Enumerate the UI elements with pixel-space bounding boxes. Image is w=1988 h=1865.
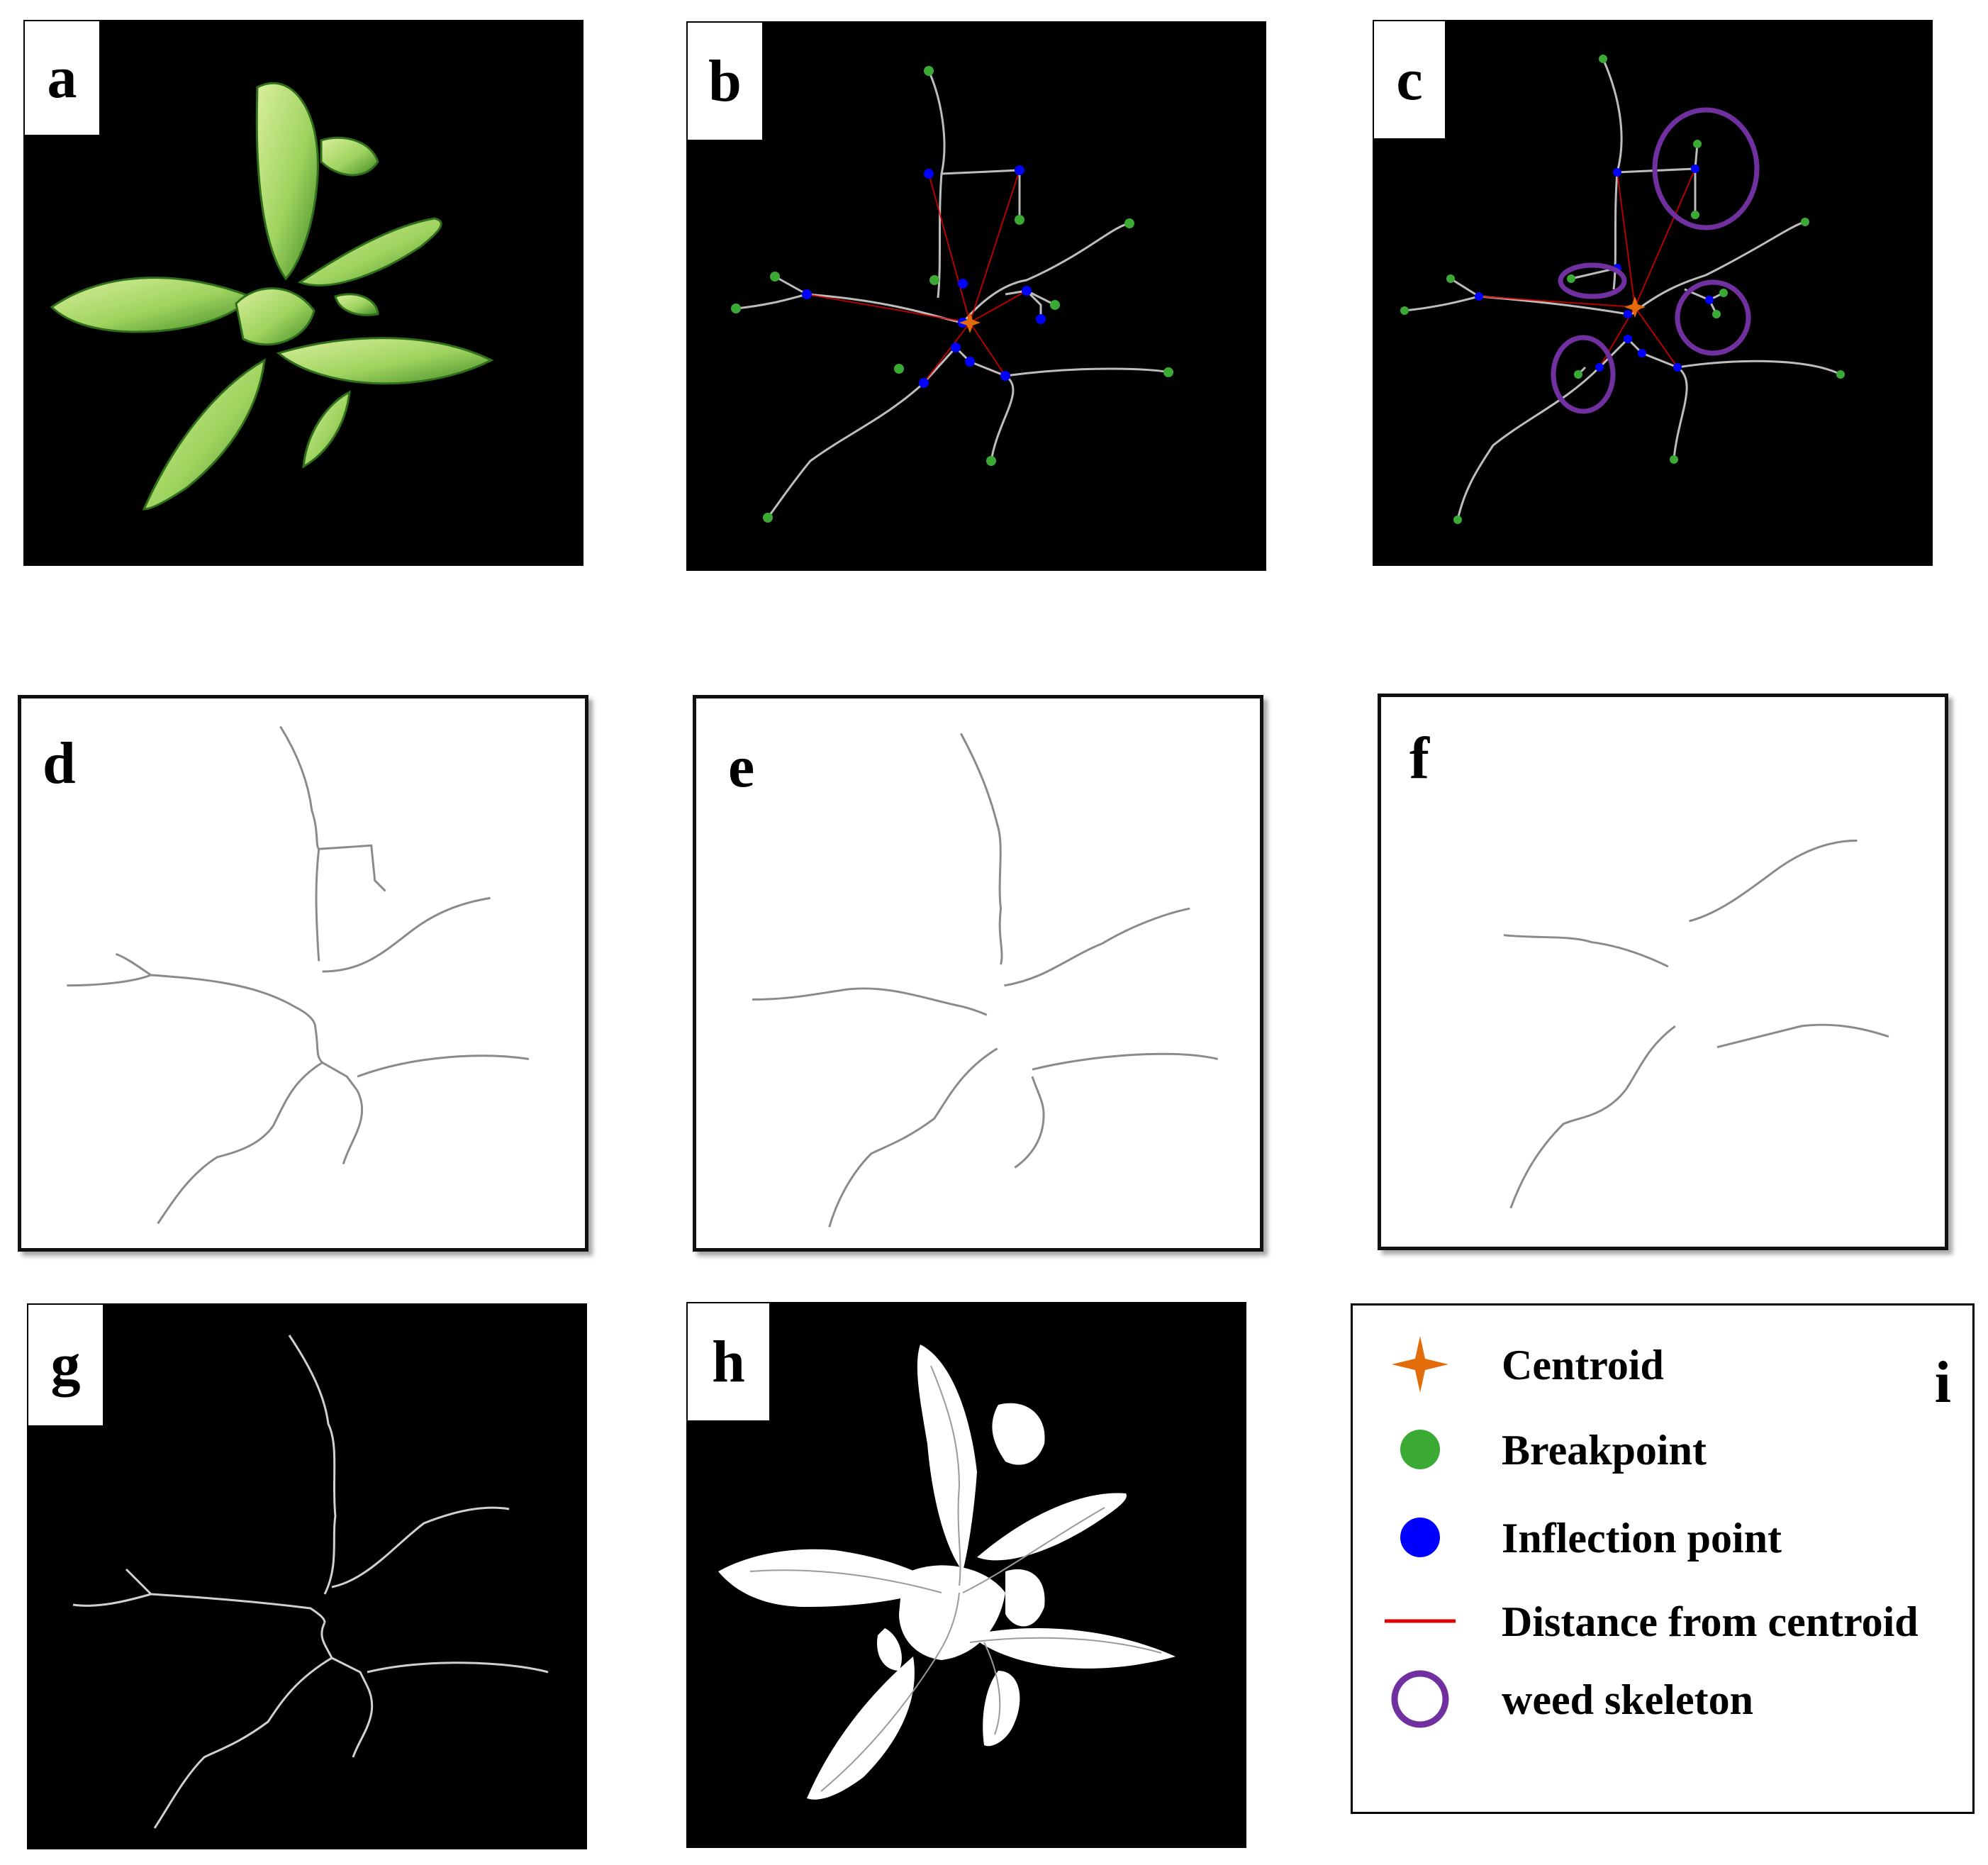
legend-label-inflection: Inflection point <box>1502 1515 1782 1561</box>
plant-image <box>50 82 494 511</box>
legend-label-distance: Distance from centroid <box>1502 1598 1919 1645</box>
weed-circle-icon <box>1391 1670 1449 1728</box>
legend-row-distance: Distance from centroid <box>1353 1589 1972 1653</box>
panel-label-b: b <box>686 21 764 141</box>
centroid-star-icon <box>1392 1336 1448 1393</box>
panel-g-skeleton-dark: g <box>27 1303 587 1849</box>
panel-label-h: h <box>686 1302 771 1422</box>
legend-label-weed: weed skeleton <box>1502 1676 1753 1723</box>
legend-row-centroid: Centroid <box>1353 1332 1972 1396</box>
distance-line-icon <box>1385 1619 1456 1623</box>
panel-a-plant-image: a <box>23 20 583 566</box>
binary-mask-diagram <box>718 1345 1176 1800</box>
panel-e-skeleton: e <box>693 695 1263 1252</box>
legend-label-breakpoint: Breakpoint <box>1502 1427 1707 1474</box>
legend-panel: i Centroid Breakpoint Inflection point D… <box>1351 1303 1975 1814</box>
legend-row-weed: weed skeleton <box>1353 1667 1972 1731</box>
panel-label-d: d <box>43 730 76 796</box>
weed-skeleton-diagram <box>1400 55 1845 524</box>
panel-label-f: f <box>1409 725 1429 791</box>
panel-label-i: i <box>1934 1349 1951 1415</box>
skeleton-g-diagram <box>72 1335 549 1829</box>
panel-f-skeleton: f <box>1378 694 1948 1250</box>
panel-label-e: e <box>728 734 755 800</box>
inflection-dot-icon <box>1400 1518 1440 1557</box>
legend-row-breakpoint: Breakpoint <box>1353 1418 1972 1481</box>
panel-d-skeleton: d <box>18 695 588 1252</box>
panel-label-c: c <box>1373 20 1446 140</box>
skeleton-e-diagram <box>752 733 1218 1227</box>
skeleton-d-diagram <box>67 725 530 1225</box>
panel-b-skeleton-points: b <box>686 21 1266 571</box>
panel-c-weed-skeleton: c <box>1373 20 1933 566</box>
breakpoint-dot-icon <box>1400 1430 1440 1469</box>
panel-label-a: a <box>23 20 101 136</box>
legend-row-inflection: Inflection point <box>1353 1505 1972 1569</box>
panel-label-g: g <box>27 1303 104 1427</box>
panel-h-binary-mask: h <box>686 1302 1246 1848</box>
skeleton-f-diagram <box>1503 839 1889 1209</box>
skeleton-points-diagram <box>731 66 1173 523</box>
legend-label-centroid: Centroid <box>1502 1342 1664 1388</box>
